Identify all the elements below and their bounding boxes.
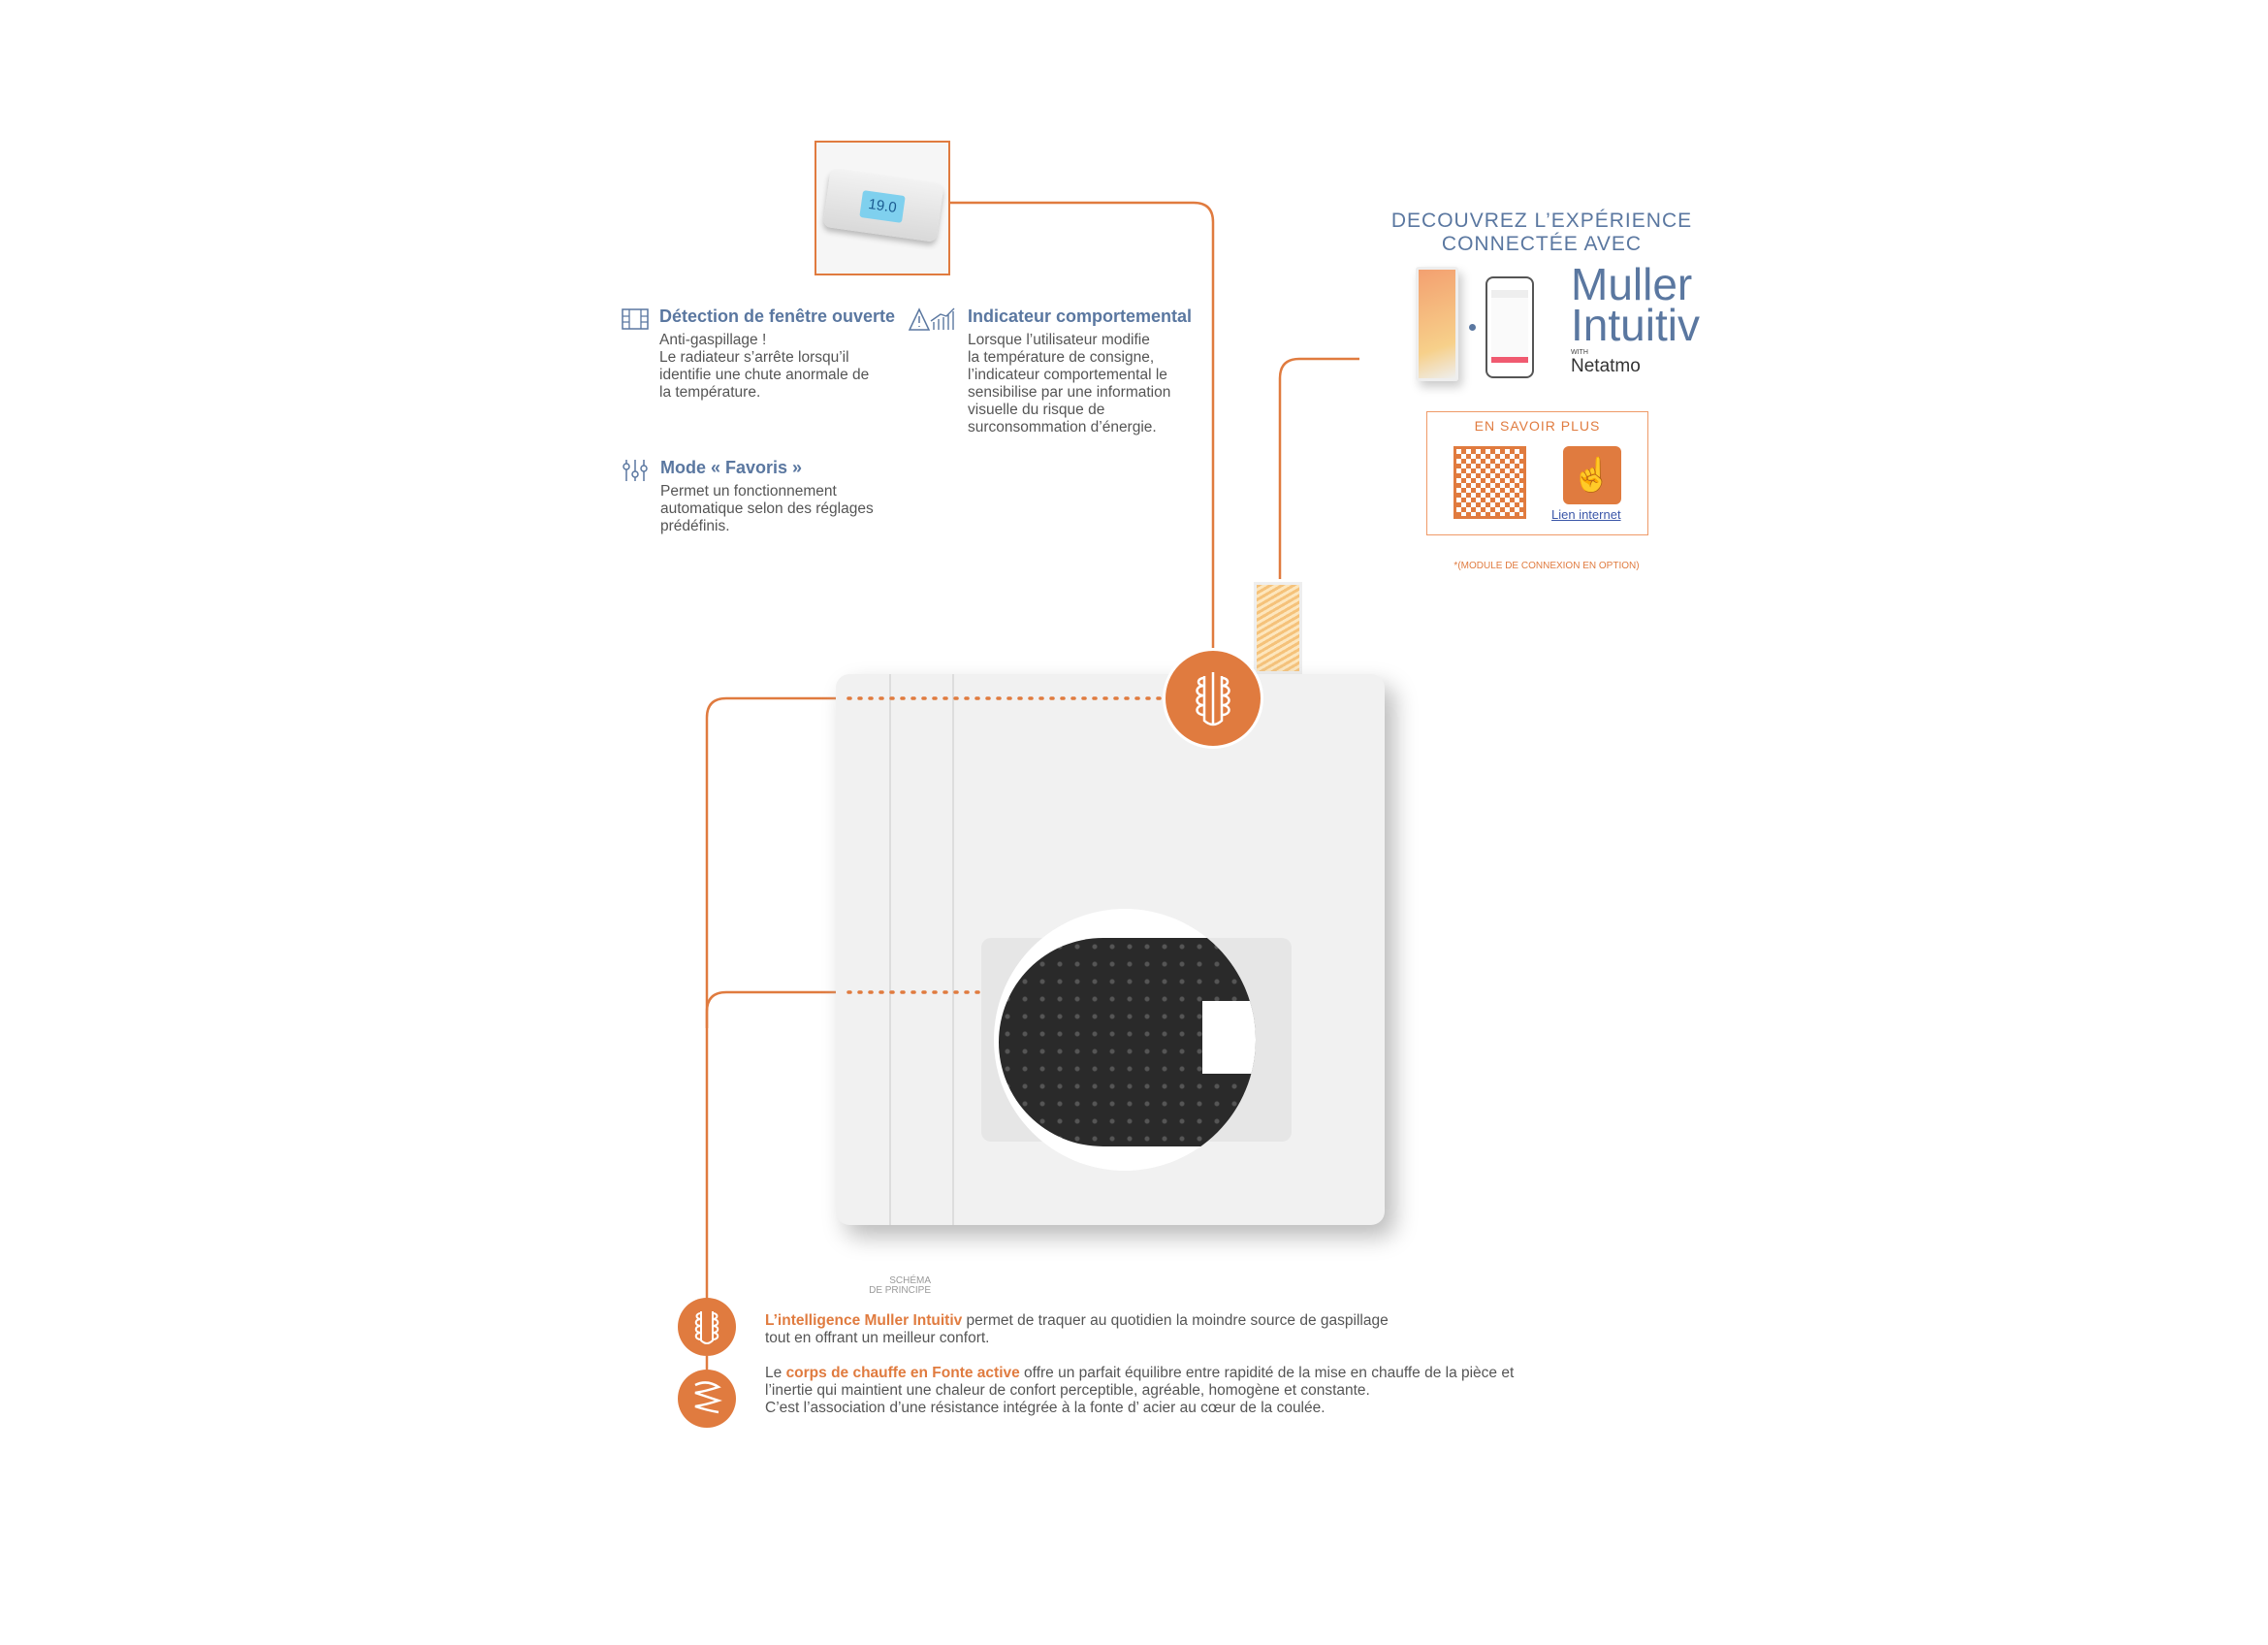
feature-text: prédéfinis. xyxy=(660,518,730,534)
netatmo-logo: Netatmo xyxy=(1571,356,1641,376)
with-text: WITH xyxy=(1571,349,1588,356)
feature-text: Anti-gaspillage ! xyxy=(659,332,767,348)
feature-text: Lorsque l’utilisateur modifie xyxy=(968,332,1150,348)
feature-indicator: Indicateur comportemental Lorsque l’util… xyxy=(908,306,1200,436)
heating-body-description: Le corps de chauffe en Fonte active offr… xyxy=(765,1365,1735,1417)
intelligence-circle-icon xyxy=(1163,648,1263,749)
radiator-image xyxy=(836,674,1385,1225)
body-text: tout en offrant un meilleur confort. xyxy=(765,1330,990,1346)
feature-text: la température de consigne, xyxy=(968,349,1155,366)
feature-text: automatique selon des réglages xyxy=(660,500,874,517)
feature-favorites: Mode « Favoris » Permet un fonctionnemen… xyxy=(623,458,912,535)
body-text: Le xyxy=(765,1365,786,1381)
connection-module xyxy=(1254,582,1302,674)
intelligence-circle-icon-small xyxy=(678,1298,736,1356)
body-text: offre un parfait équilibre entre rapidit… xyxy=(1019,1365,1515,1381)
heading-line: DECOUVREZ L’EXPÉRIENCE xyxy=(1390,210,1693,232)
feature-window: Détection de fenêtre ouverte Anti-gaspil… xyxy=(622,306,911,402)
qr-code[interactable] xyxy=(1453,446,1526,519)
intelligence-description: L’intelligence Muller Intuitiv permet de… xyxy=(765,1312,1638,1347)
feature-text: visuelle du risque de xyxy=(968,402,1105,418)
body-text: l’inertie qui maintient une chaleur de c… xyxy=(765,1382,1370,1399)
feature-text: identifie une chute anormale de xyxy=(659,367,870,383)
connect-heading: DECOUVREZ L’EXPÉRIENCE CONNECTÉE AVEC xyxy=(1358,210,1726,256)
body-text: C’est l’association d’une résistance int… xyxy=(765,1400,1326,1416)
heating-body-circle-icon xyxy=(678,1370,736,1428)
feature-text: la température. xyxy=(659,384,761,401)
smartphone-image xyxy=(1485,276,1534,378)
feature-text: l’indicateur comportemental le xyxy=(968,367,1167,383)
schema-text: SCHÉMA xyxy=(889,1275,931,1286)
warning-chart-icon xyxy=(908,307,955,331)
body-text: permet de traquer au quotidien la moindr… xyxy=(962,1312,1389,1329)
sliders-icon xyxy=(623,460,648,481)
feature-title: Indicateur comportemental xyxy=(968,306,1193,326)
highlight-text: L’intelligence Muller Intuitiv xyxy=(765,1312,963,1329)
feature-text: Le radiateur s’arrête lorsqu’il xyxy=(659,349,849,366)
schema-text: DE PRINCIPE xyxy=(869,1285,931,1296)
more-info-title: EN SAVOIR PLUS xyxy=(1474,418,1601,434)
heading-line: CONNECTÉE AVEC xyxy=(1441,233,1643,255)
click-hand-icon[interactable]: ☝ xyxy=(1563,446,1621,504)
more-info-box: EN SAVOIR PLUS ☝ Lien internet xyxy=(1426,411,1648,535)
logo-text: Intuitiv xyxy=(1571,300,1700,350)
thermostat-image: 19.0 xyxy=(815,141,950,275)
coil-icon xyxy=(694,1381,722,1414)
footnote: *(MODULE DE CONNEXION EN OPTION) xyxy=(1453,561,1640,571)
feature-title: Détection de fenêtre ouverte xyxy=(659,306,896,326)
resistance-icon xyxy=(694,1311,719,1344)
highlight-text: corps de chauffe en Fonte active xyxy=(785,1365,1020,1381)
muller-intuitiv-logo: Muller Intuitiv WITH Netatmo xyxy=(1571,259,1700,376)
cast-iron-heating-body xyxy=(994,909,1256,1171)
feature-title: Mode « Favoris » xyxy=(660,458,803,477)
internet-link[interactable]: Lien internet xyxy=(1551,507,1621,522)
schema-label: SCHÉMA DE PRINCIPE xyxy=(853,1276,931,1296)
connection-module-image xyxy=(1416,267,1458,381)
feature-text: sensibilise par une information xyxy=(968,384,1171,401)
resistance-icon xyxy=(1196,672,1230,726)
dot xyxy=(1469,324,1476,331)
feature-text: surconsommation d’énergie. xyxy=(968,419,1157,435)
window-icon xyxy=(622,308,649,330)
logo-text: Muller xyxy=(1571,259,1693,309)
feature-text: Permet un fonctionnement xyxy=(660,483,837,500)
